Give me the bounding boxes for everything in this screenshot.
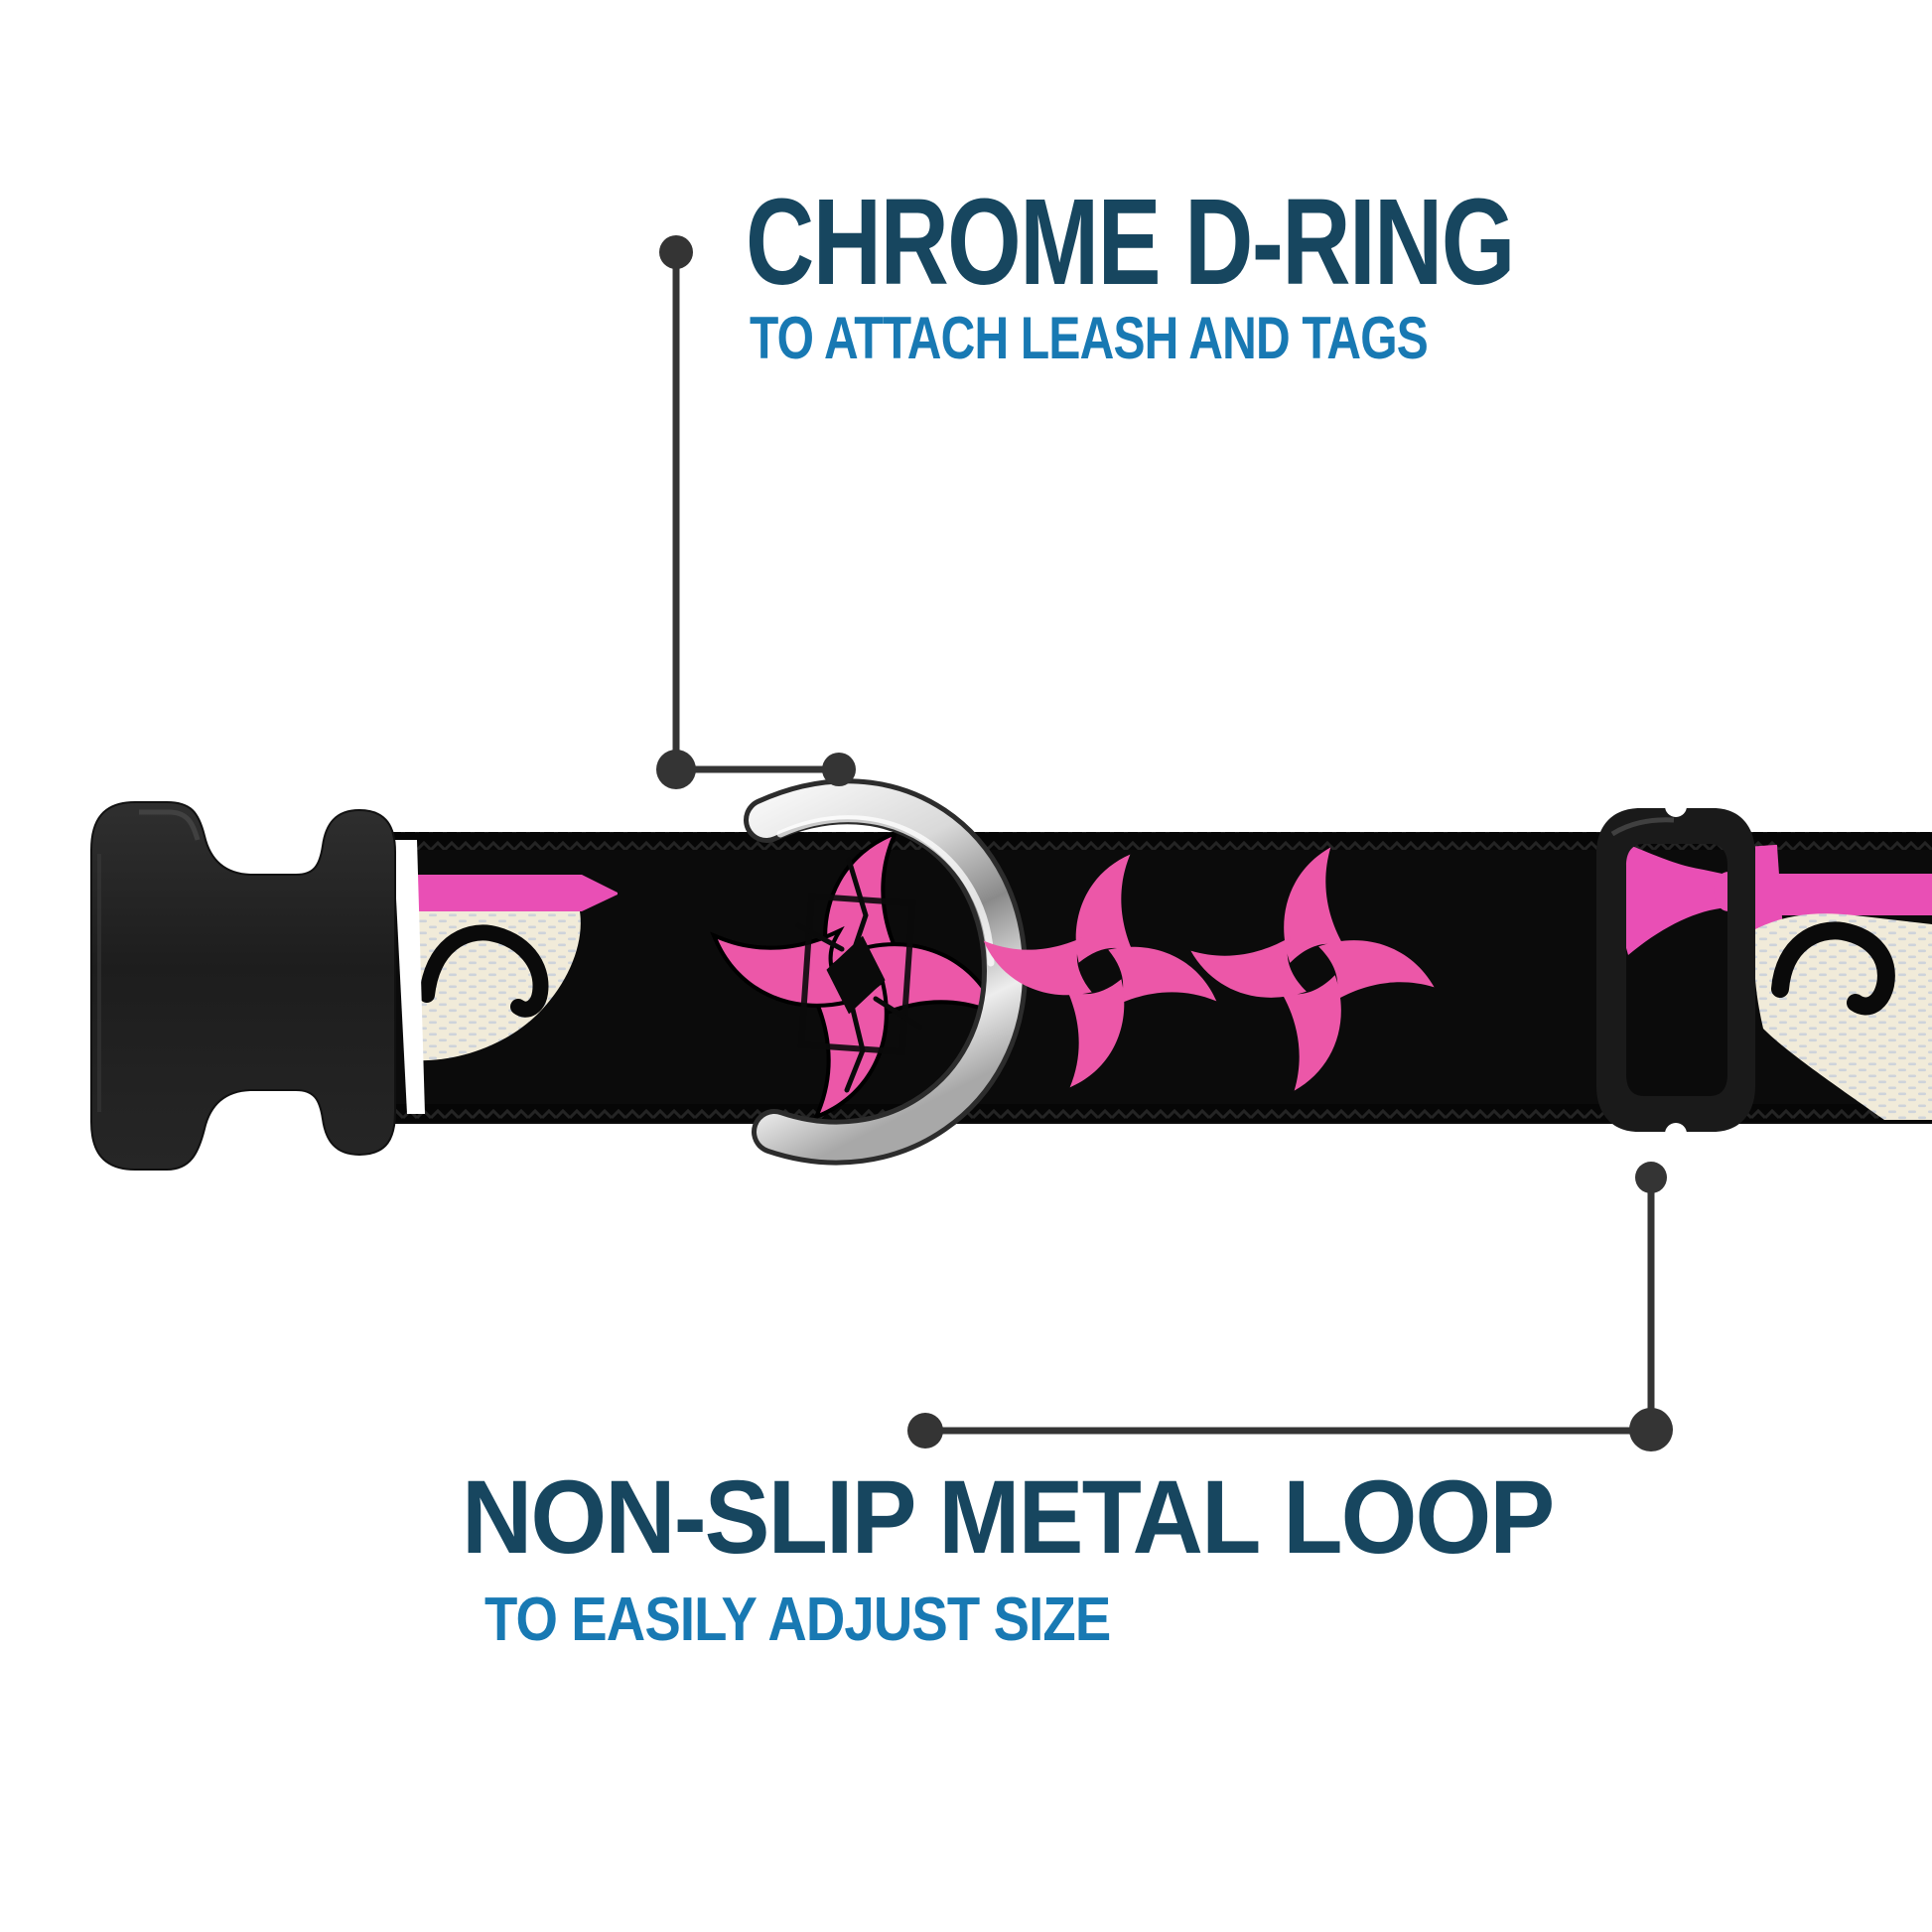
callout-loop <box>907 1162 1673 1451</box>
side-release-buckle <box>90 801 425 1171</box>
ninja-face-left <box>409 875 618 1061</box>
loop-callout-title: NON-SLIP METAL LOOP <box>462 1459 1555 1576</box>
dring-callout-title: CHROME D-RING <box>746 175 1515 311</box>
loop-callout-subtitle: TO EASILY ADJUST SIZE <box>484 1586 1111 1654</box>
callout-dring <box>656 235 856 789</box>
dring-callout-subtitle: TO ATTACH LEASH AND TAGS <box>750 305 1429 371</box>
ninja-star-cracked <box>696 815 1017 1136</box>
adjuster-slider <box>1596 795 1755 1145</box>
ninja-face-right <box>1755 844 1932 1120</box>
